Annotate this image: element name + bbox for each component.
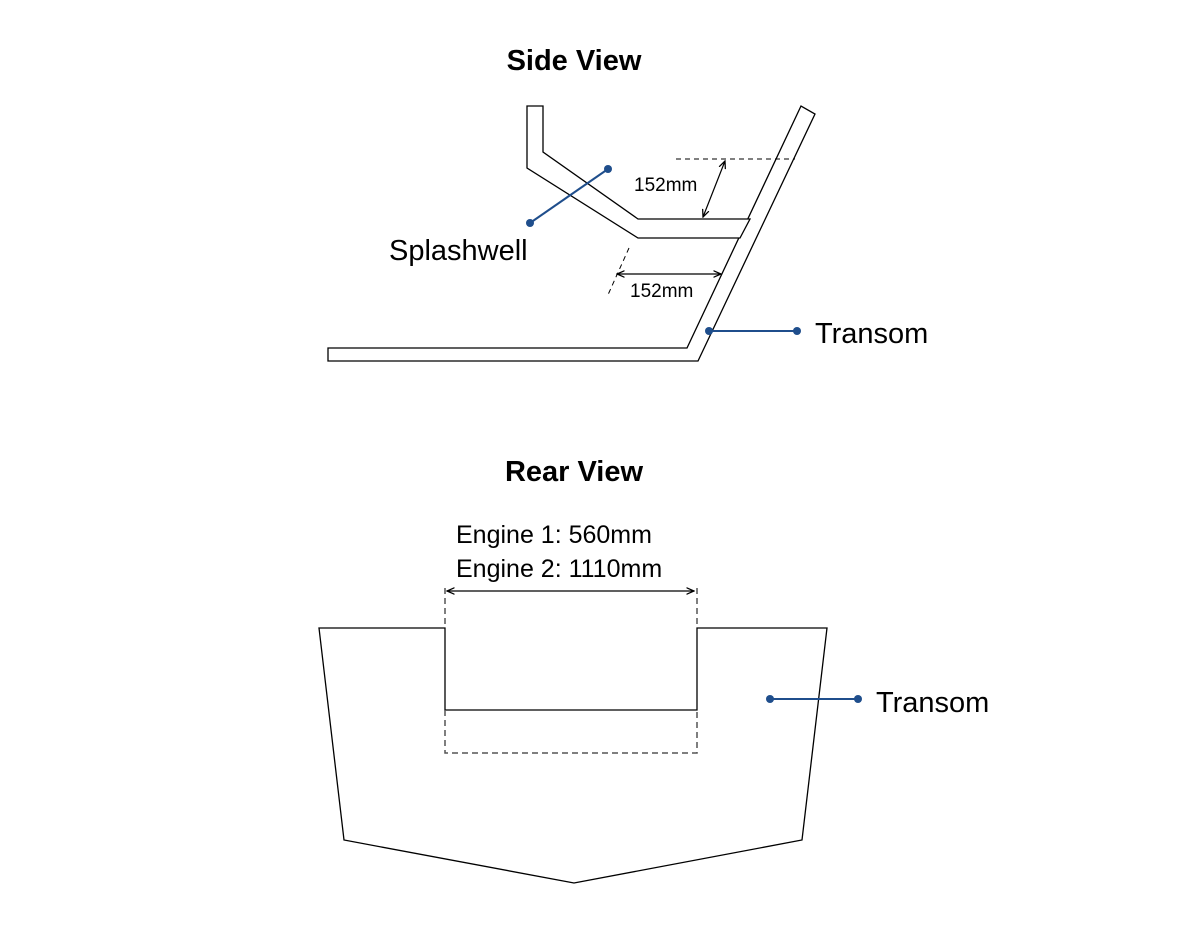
horizontal-dimension: 152mm: [606, 247, 721, 302]
vertical-dimension-label: 152mm: [634, 175, 697, 196]
engine-1-width-label: Engine 1: 560mm: [456, 521, 652, 549]
splashwell-callout: Splashwell: [389, 165, 612, 267]
vertical-dimension-arrow: [703, 161, 725, 217]
side-transom-callout: Transom: [705, 318, 928, 350]
side-hull-transom-shape: [327, 105, 816, 362]
splashwell-callout-dot: [526, 219, 534, 227]
rear-transom-shape: [318, 627, 828, 884]
horizontal-dimension-label: 152mm: [630, 281, 693, 302]
splashwell-label: Splashwell: [389, 235, 528, 267]
rear-transom-callout-dot: [766, 695, 774, 703]
side-transom-callout-dot: [705, 327, 713, 335]
side-view-title: Side View: [507, 45, 642, 77]
side-transom-callout-dot: [793, 327, 801, 335]
engine-2-width-label: Engine 2: 1110mm: [456, 555, 662, 583]
rear-transom-callout-dot: [854, 695, 862, 703]
side-view: Side View 152mm 152mm Splashwell: [327, 45, 928, 362]
splashwell-callout-line: [529, 168, 609, 224]
rear-view: Rear View Engine 1: 560mm Engine 2: 1110…: [318, 456, 989, 884]
horizontal-dimension-reference-line: [606, 247, 630, 298]
splashwell-callout-dot: [604, 165, 612, 173]
side-transom-label: Transom: [815, 318, 928, 350]
rear-cutout-dashed-outline: [444, 588, 698, 754]
rear-view-title: Rear View: [505, 456, 644, 488]
rear-transom-label: Transom: [876, 687, 989, 719]
rear-transom-callout: Transom: [766, 687, 989, 719]
side-splashwell-shape: [526, 105, 752, 239]
vertical-dimension: 152mm: [634, 158, 795, 217]
